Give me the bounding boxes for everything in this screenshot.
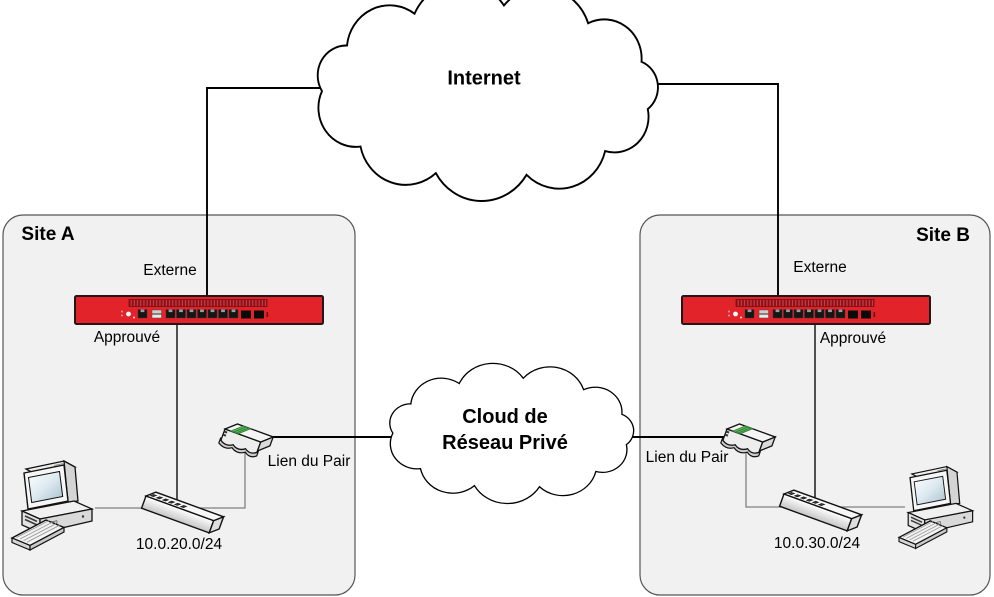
- firewall-icon-site-a: [75, 296, 323, 324]
- private-cloud-label-line2: Réseau Privé: [442, 432, 568, 454]
- internet-label: Internet: [447, 67, 521, 90]
- link-internet-firewall-a: [206, 87, 370, 298]
- subnet-label-site-a: 10.0.20.0/24: [135, 536, 223, 554]
- external-interface-label-site-b: Externe: [793, 259, 847, 277]
- peer-link-label-site-a: Lien du Pair: [267, 453, 351, 471]
- link-router-b-switch-b-pc-b: [745, 450, 905, 508]
- private-cloud-label: Cloud de Réseau Privé: [442, 404, 568, 456]
- subnet-label-site-b: 10.0.30.0/24: [773, 535, 861, 553]
- site-b-title: Site B: [916, 225, 970, 247]
- firewall-icon-site-b: [682, 296, 930, 324]
- private-cloud-label-line1: Cloud de: [462, 406, 548, 428]
- peer-link-label-site-b: Lien du Pair: [645, 449, 729, 467]
- external-interface-label-site-a: Externe: [143, 262, 197, 280]
- site-a-title: Site A: [21, 224, 75, 246]
- trusted-interface-label-site-b: Approuvé: [819, 330, 887, 348]
- internet-cloud: [316, 0, 659, 202]
- link-internet-firewall-b: [620, 83, 779, 297]
- trusted-interface-label-site-a: Approuvé: [93, 329, 161, 347]
